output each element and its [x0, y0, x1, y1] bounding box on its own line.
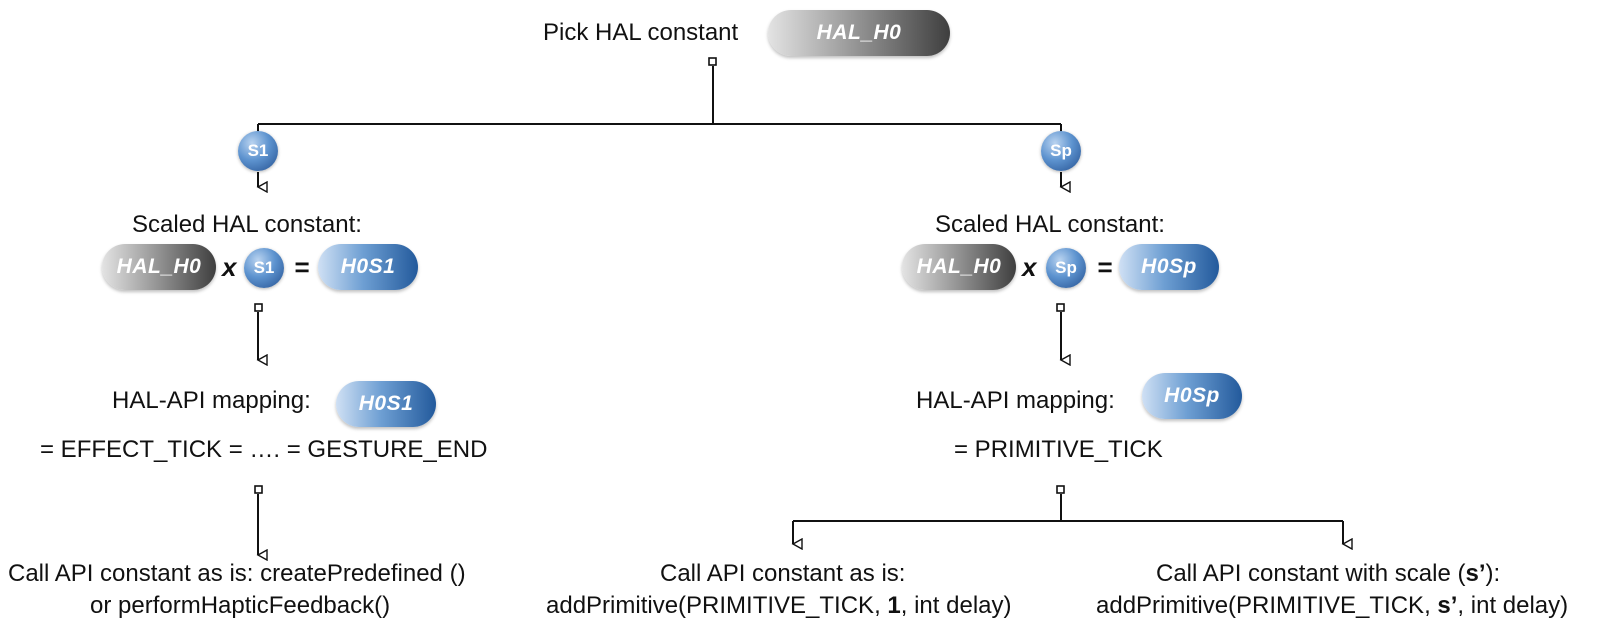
right-call-b-line1-post: ): [1485, 560, 1501, 587]
right-eq-hal-h0-pill: HAL_H0 [902, 244, 1016, 290]
sp-badge: Sp [1041, 131, 1081, 171]
hal-h0-pill: HAL_H0 [768, 10, 950, 56]
left-times-sign: x [222, 252, 237, 282]
left-call-line1: Call API constant as is: createPredefine… [8, 560, 466, 587]
left-eq-hal-h0-pill: HAL_H0 [102, 244, 216, 290]
left-mapping-label: HAL-API mapping: [112, 387, 311, 414]
right-call-a-line2-pre: addPrimitive(PRIMITIVE_TICK, [546, 592, 888, 619]
right-eq-sp-badge: Sp [1046, 248, 1086, 288]
right-mapping-value: = PRIMITIVE_TICK [954, 436, 1163, 463]
left-mapping-h0s1-pill: H0S1 [336, 381, 436, 427]
left-equals-sign: = [294, 252, 310, 282]
left-scaled-title: Scaled HAL constant: [132, 211, 362, 238]
right-call-a-line1: Call API constant as is: [660, 560, 906, 587]
right-call-a-line2-bold: 1 [887, 592, 901, 619]
left-call-line2: or performHapticFeedback() [90, 592, 391, 619]
left-mapping-value: = EFFECT_TICK = …. = GESTURE_END [40, 436, 488, 463]
port-top [708, 57, 717, 66]
right-mapping-h0sp-pill: H0Sp [1142, 373, 1242, 419]
right-call-b-line1-bold: s’ [1465, 560, 1486, 587]
right-call-a-line2: addPrimitive(PRIMITIVE_TICK, 1, int dela… [546, 591, 1011, 621]
left-eq-h0s1-pill: H0S1 [318, 244, 418, 290]
port-left-scaled [254, 303, 263, 312]
right-call-b-line1: Call API constant with scale (s’): [1156, 559, 1500, 589]
port-left-mapping [254, 485, 263, 494]
right-call-b-line2-post: , int delay) [1457, 592, 1569, 619]
top-label: Pick HAL constant [543, 19, 739, 46]
right-equals-sign: = [1097, 252, 1113, 282]
right-call-b-line2-bold: s’ [1437, 592, 1458, 619]
right-call-b-line2: addPrimitive(PRIMITIVE_TICK, s’, int del… [1096, 591, 1568, 621]
right-call-a-line2-post: , int delay) [900, 592, 1012, 619]
right-call-b-line1-pre: Call API constant with scale ( [1156, 560, 1466, 587]
left-eq-s1-badge: S1 [244, 248, 284, 288]
right-eq-h0sp-pill: H0Sp [1119, 244, 1219, 290]
s1-badge: S1 [238, 131, 278, 171]
right-mapping-label: HAL-API mapping: [916, 387, 1115, 414]
right-times-sign: x [1022, 252, 1037, 282]
right-call-b-line2-pre: addPrimitive(PRIMITIVE_TICK, [1096, 592, 1438, 619]
port-right-scaled [1056, 303, 1065, 312]
right-scaled-title: Scaled HAL constant: [935, 211, 1165, 238]
port-right-mapping [1056, 485, 1065, 494]
